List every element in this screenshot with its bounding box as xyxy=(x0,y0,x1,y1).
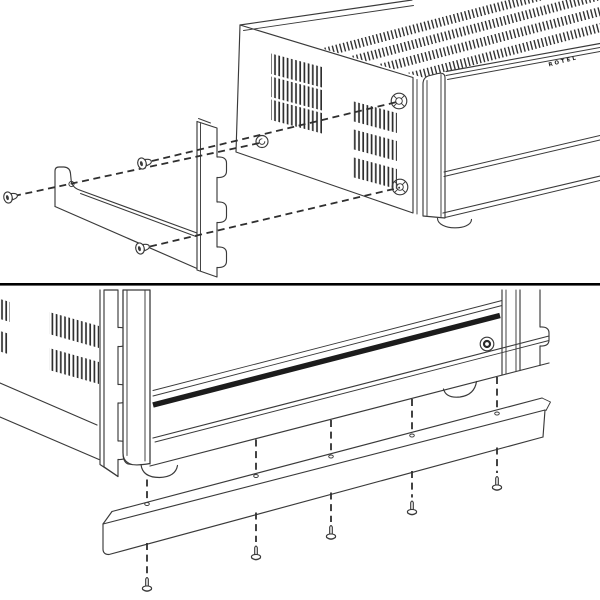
front-foot-right xyxy=(442,380,478,398)
front-panel-shadow-groove xyxy=(152,312,501,408)
trim-screw-3 xyxy=(325,525,337,540)
right-rack-ear-flange xyxy=(539,289,550,367)
front-panel-groove xyxy=(443,135,600,173)
amplifier-chassis: ROTEL xyxy=(235,0,600,229)
chassis-underside-edge xyxy=(149,362,550,467)
chassis-top-back-chamfer xyxy=(243,5,414,31)
top-vent-slots xyxy=(316,0,600,78)
front-foot-left xyxy=(140,463,179,479)
amplifier-chassis-bottom-view xyxy=(0,289,550,479)
trim-strip-right-fold xyxy=(541,397,551,411)
front-corner-pillar-right xyxy=(501,289,521,376)
side-vent-slots xyxy=(0,299,99,384)
front-panel-screw-knob xyxy=(479,336,495,352)
trim-screw-alignment-dashlines xyxy=(146,377,498,575)
front-panel-bottom-edge xyxy=(152,335,550,439)
mounting-hole-bottom xyxy=(391,178,409,196)
trim-strip-front-top-fold xyxy=(102,409,546,525)
bracket-front-flange xyxy=(196,118,228,278)
front-panel: ROTEL xyxy=(442,42,600,218)
front-panel-bottom-edge xyxy=(442,175,600,214)
trim-screw-5 xyxy=(491,476,503,491)
dashline-front-screw xyxy=(13,141,263,197)
dashline-top-screw xyxy=(151,100,400,162)
dashline-bottom-screw xyxy=(149,186,401,248)
trim-screw-4 xyxy=(406,500,418,516)
figure-rack-ear-installation: ROTEL xyxy=(2,0,600,278)
mounting-screw-1 xyxy=(2,189,20,205)
panel-divider-line xyxy=(0,283,600,286)
trim-screw-1 xyxy=(141,577,153,592)
front-corner-pillar xyxy=(422,72,446,219)
chassis-bottom-back-edge xyxy=(0,416,100,461)
bottom-trim-strip xyxy=(102,397,551,556)
mounting-screw-2 xyxy=(135,155,154,171)
screw-alignment-dashlines xyxy=(13,100,401,248)
trim-strip-front-face xyxy=(102,436,544,556)
trim-screw-2 xyxy=(250,545,262,561)
side-panel-mounting-holes xyxy=(255,92,409,196)
brand-logo-text: ROTEL xyxy=(548,55,579,68)
figure-trim-strip-installation xyxy=(0,289,551,592)
front-foot xyxy=(436,217,473,229)
mounting-hole-top xyxy=(390,92,408,110)
flange-top-fold xyxy=(198,118,211,124)
side-panel-outline xyxy=(235,24,414,214)
front-corner-pillar-left xyxy=(122,289,151,466)
rack-ear-bracket xyxy=(54,118,228,278)
trim-strip-right-end xyxy=(542,409,546,438)
mounting-hole-front xyxy=(255,134,269,149)
chassis-top-back-edge xyxy=(239,0,413,26)
bracket-side-plate xyxy=(54,166,198,270)
side-vent-slots xyxy=(271,53,397,189)
trim-strip-screw-holes xyxy=(144,411,500,506)
front-panel-lower-edges xyxy=(149,300,550,467)
trim-strip-back-lip xyxy=(111,397,543,513)
side-panel-bottom-edge xyxy=(0,382,98,426)
bracket-screw-hole xyxy=(68,180,75,188)
trim-screws xyxy=(141,476,503,592)
